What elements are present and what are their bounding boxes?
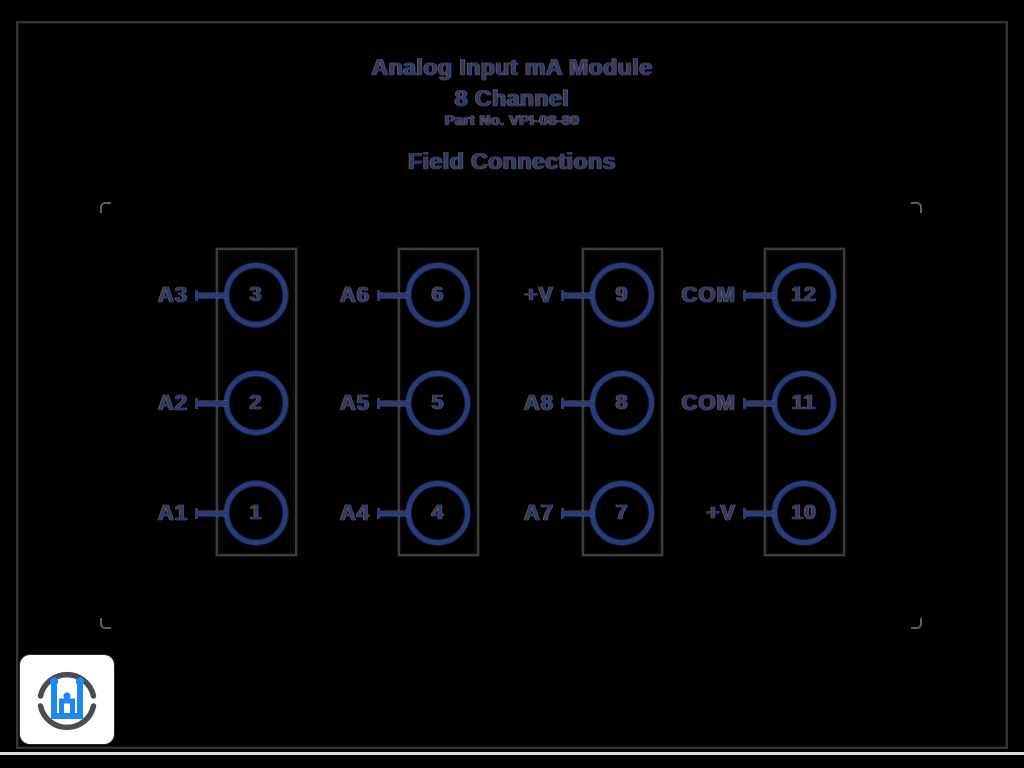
- terminal-signal-label: A6: [339, 282, 370, 307]
- terminal-circle: 11: [772, 371, 836, 435]
- lead-line: [377, 508, 409, 519]
- lead-tick: [195, 290, 198, 301]
- panel-corner-mark: [911, 618, 922, 629]
- terminal-number: 11: [791, 391, 817, 414]
- lead-line: [195, 508, 227, 519]
- terminal-number: 3: [249, 283, 263, 306]
- panel-corner-mark: [100, 618, 111, 629]
- lead-line: [743, 290, 775, 301]
- logo-card: [20, 655, 114, 744]
- lead-line: [377, 398, 409, 409]
- terminal-number: 1: [249, 501, 263, 524]
- terminal-signal-label: +V: [524, 282, 554, 307]
- panel-corner-mark: [100, 202, 111, 213]
- lead-tick: [743, 508, 746, 519]
- terminal-number: 9: [615, 283, 629, 306]
- lead-tick: [561, 398, 564, 409]
- terminal-number: 4: [431, 501, 445, 524]
- panel-corner-mark: [911, 202, 922, 213]
- terminal-signal-label: COM: [681, 390, 736, 415]
- terminal-circle: 10: [772, 481, 836, 545]
- bottom-edge-highlight: [0, 752, 1024, 755]
- lead-tick: [195, 398, 198, 409]
- terminal-signal-label: A2: [157, 390, 188, 415]
- lead-tick: [377, 398, 380, 409]
- terminal-signal-label: A5: [339, 390, 370, 415]
- lead-line: [561, 290, 593, 301]
- terminal-number: 7: [615, 501, 629, 524]
- terminal-number: 2: [249, 391, 263, 414]
- terminal-number: 10: [791, 501, 817, 524]
- lead-line: [743, 508, 775, 519]
- terminal-number: 12: [791, 283, 817, 306]
- terminal-number: 5: [431, 391, 445, 414]
- lead-tick: [561, 290, 564, 301]
- lead-line: [561, 398, 593, 409]
- part-number: Part No. VPI-08-80: [444, 112, 580, 129]
- terminal-signal-label: A3: [157, 282, 188, 307]
- terminal-number: 6: [431, 283, 445, 306]
- diagram-title: Analog Input mA Module: [371, 54, 653, 80]
- lead-tick: [377, 508, 380, 519]
- terminal-signal-label: A4: [339, 500, 370, 525]
- channel-subtitle: 8 Channel: [454, 85, 570, 111]
- lead-line: [195, 398, 227, 409]
- lead-line: [561, 508, 593, 519]
- terminal-number: 8: [615, 391, 629, 414]
- terminal-signal-label: +V: [706, 500, 736, 525]
- page-border: [16, 21, 1008, 749]
- lead-tick: [743, 290, 746, 301]
- lead-tick: [377, 290, 380, 301]
- terminal-circle: 12: [772, 263, 836, 327]
- lead-line: [195, 290, 227, 301]
- lead-line: [743, 398, 775, 409]
- section-heading: Field Connections: [408, 148, 616, 174]
- terminal-signal-label: COM: [681, 282, 736, 307]
- lead-tick: [195, 508, 198, 519]
- terminal-signal-label: A1: [157, 500, 188, 525]
- logo-circuit-icon: [37, 671, 97, 731]
- lead-line: [377, 290, 409, 301]
- terminal-signal-label: A7: [523, 500, 554, 525]
- lead-tick: [561, 508, 564, 519]
- terminal-signal-label: A8: [523, 390, 554, 415]
- lead-tick: [743, 398, 746, 409]
